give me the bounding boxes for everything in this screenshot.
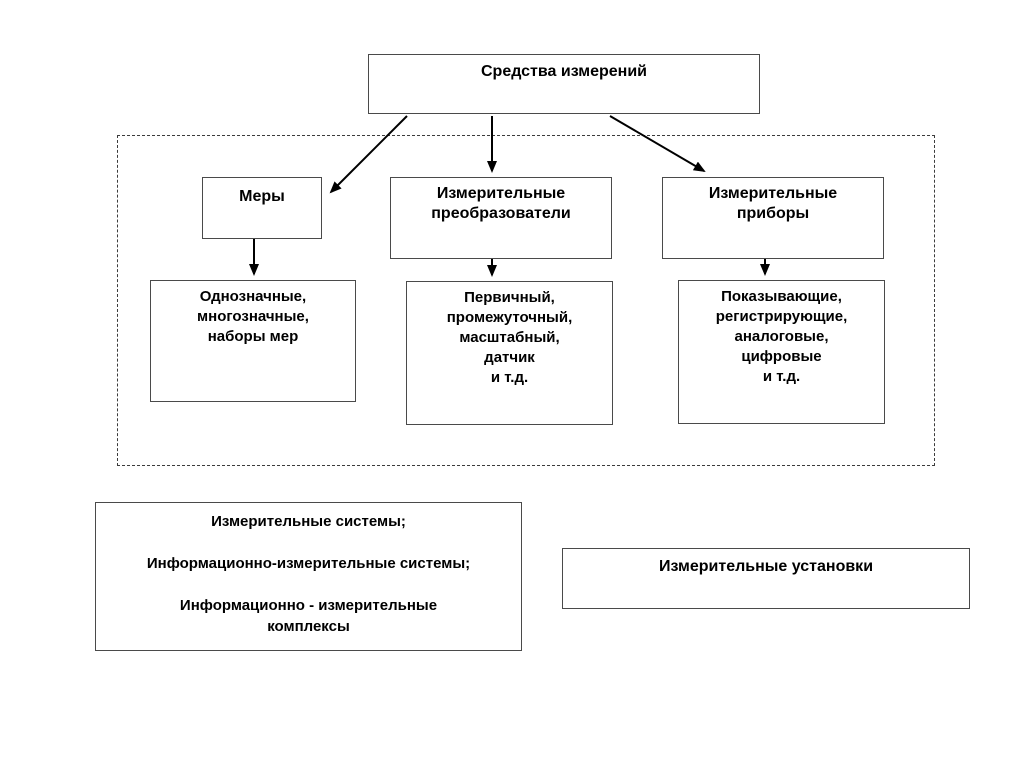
detail-node-preobrazovateli-types: Первичный, промежуточный, масштабный, да…: [406, 281, 613, 425]
systems-complexes-box: Измерительные системы; Информационно-изм…: [95, 502, 522, 651]
node-izmeritelnye-pribory: Измерительные приборы: [662, 177, 884, 259]
node-izmeritelnye-preobrazovateli: Измерительные преобразователи: [390, 177, 612, 259]
node-mery: Меры: [202, 177, 322, 239]
installations-box: Измерительные установки: [562, 548, 970, 609]
detail-node-pribory-types: Показывающие, регистрирующие, аналоговые…: [678, 280, 885, 424]
detail-node-mery-types: Однозначные, многозначные, наборы мер: [150, 280, 356, 402]
instrument-types-group-frame: [117, 135, 935, 466]
root-node-sredstva-izmereniy: Средства измерений: [368, 54, 760, 114]
